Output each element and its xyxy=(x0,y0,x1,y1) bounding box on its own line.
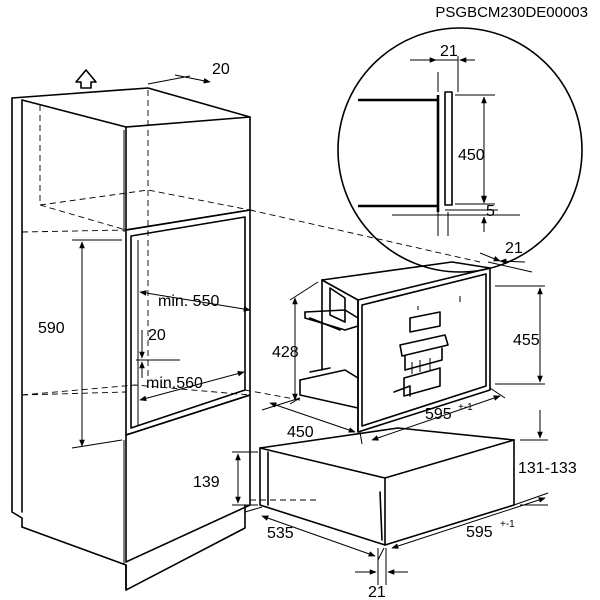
cabinet-dimensions: 20 590 min. 550 20 min.560 xyxy=(38,61,251,449)
machine-dimensions: 21 455 428 450 595 +-1 xyxy=(261,240,545,445)
dim-drawer-width: 595 xyxy=(466,524,493,541)
dim-machine-depth-height: 428 xyxy=(272,344,299,361)
dim-niche-depth: min. 550 xyxy=(158,293,219,310)
up-arrow-icon xyxy=(75,69,97,89)
dim-machine-width: 595 xyxy=(425,406,452,423)
coffee-machine xyxy=(299,261,491,433)
dim-niche-gap: 20 xyxy=(148,327,166,344)
dim-detail-height: 450 xyxy=(458,147,485,164)
dim-machine-height: 455 xyxy=(513,332,540,349)
dim-drawer-bottom-gap: 21 xyxy=(368,584,386,600)
dim-niche-width: min.560 xyxy=(146,375,203,392)
dim-machine-side-gap: 21 xyxy=(505,240,523,257)
drawing-code: PSGBCM230DE00003 xyxy=(435,4,588,21)
dim-niche-height: 590 xyxy=(38,320,65,337)
dim-drawer-width-tolerance: +-1 xyxy=(500,519,515,530)
dim-machine-depth: 450 xyxy=(287,424,314,441)
dim-machine-width-tolerance: +-1 xyxy=(458,402,473,413)
dim-detail-bottom: 5 xyxy=(486,203,495,220)
dim-cab-top-depth: 20 xyxy=(212,61,230,78)
dim-detail-gap: 21 xyxy=(440,43,458,60)
dim-drawer-height: 139 xyxy=(193,474,220,491)
dim-drawer-depth: 535 xyxy=(267,525,294,542)
detail-view: 21 450 5 xyxy=(337,27,583,273)
dim-drawer-total-height: 131-133 xyxy=(518,460,577,477)
drawer-dimensions: 139 131-133 535 595 +-1 21 xyxy=(193,410,577,600)
